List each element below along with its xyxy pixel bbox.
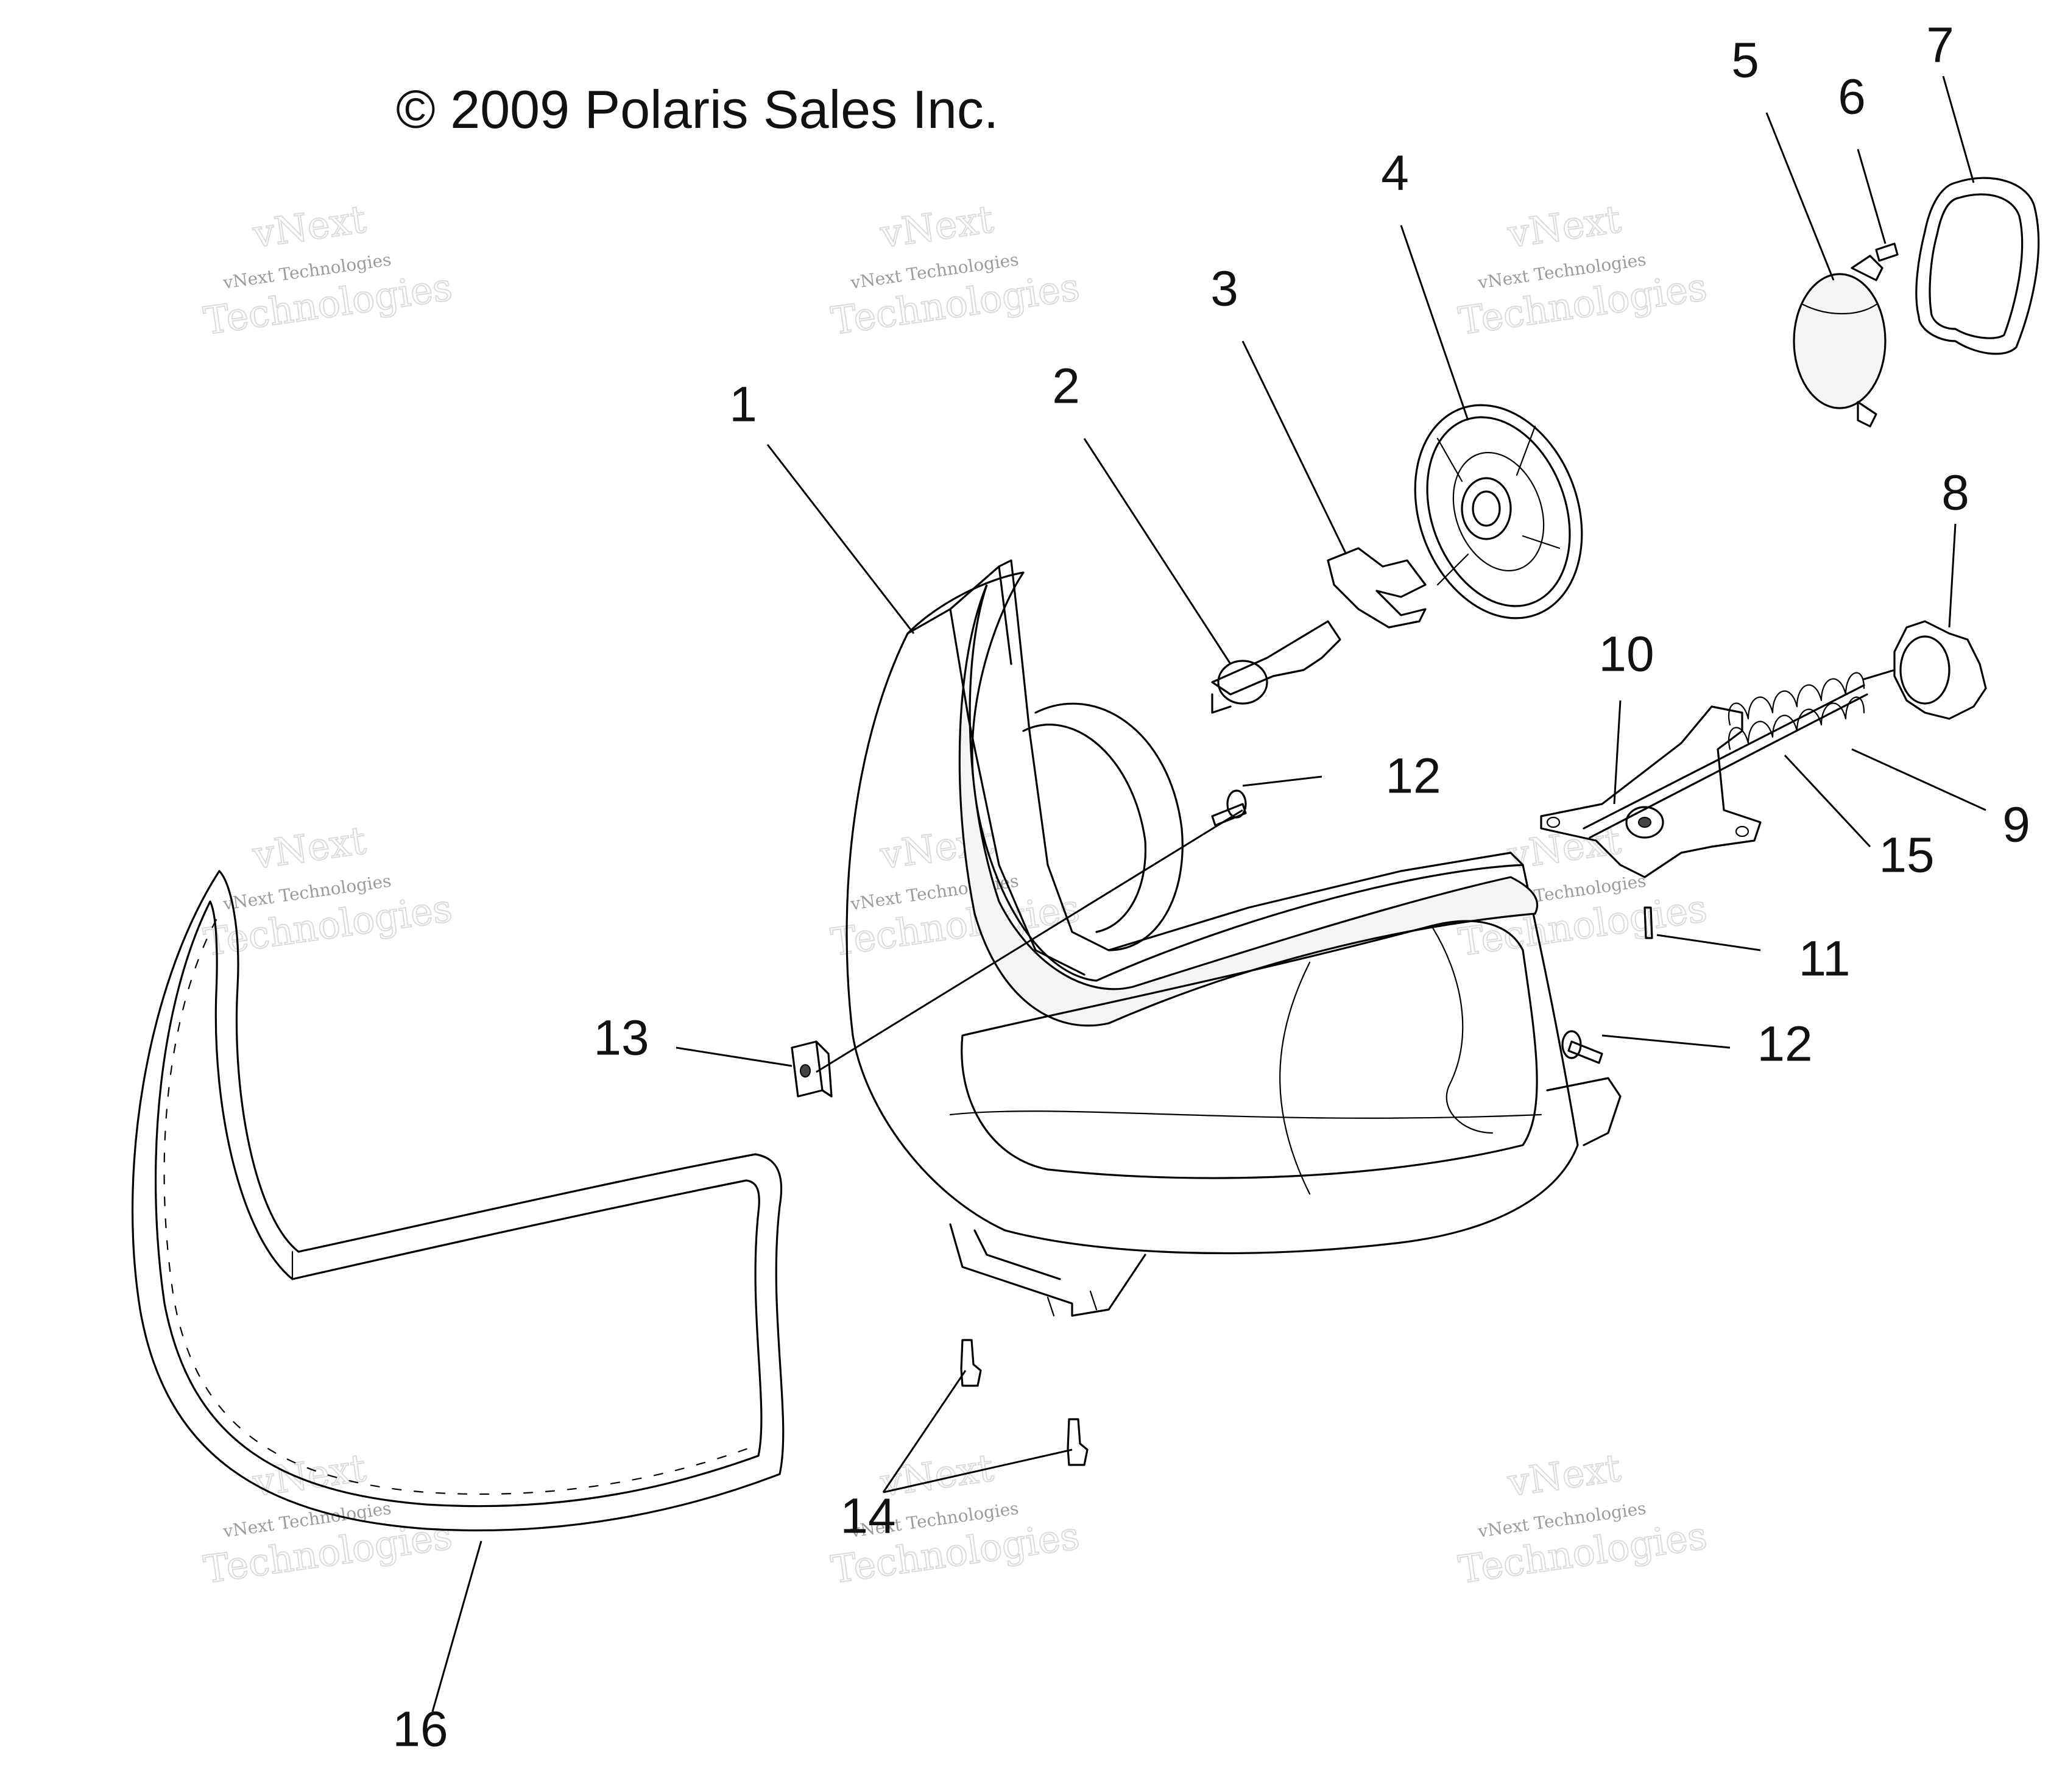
- callout-7: 7: [1926, 18, 1954, 73]
- watermark-top: vNext: [1505, 818, 1623, 878]
- part-12-bolt-lower: [1561, 1030, 1603, 1064]
- part-6-screw: [1875, 242, 1899, 262]
- watermark-tile: vNext vNext Technologies Technologies: [828, 196, 1082, 344]
- part-3-retaining-clip: [1327, 547, 1427, 629]
- part-7-gasket: [1915, 177, 2040, 355]
- part-12-bolt-upper: [1211, 789, 1247, 827]
- watermark-top: vNext: [877, 197, 996, 256]
- callout-5: 5: [1731, 33, 1759, 88]
- callout-15: 15: [1879, 828, 1934, 883]
- callout-9: 9: [2002, 797, 2030, 853]
- callout-12-upper: 12: [1385, 749, 1441, 804]
- part-16-bezel-seal: [131, 870, 785, 1532]
- callout-11: 11: [1798, 931, 1850, 987]
- part-2-bulb: [1211, 620, 1341, 714]
- callout-1: 1: [729, 377, 757, 432]
- part-15-adjuster-rod: [1583, 684, 1868, 839]
- callout-6: 6: [1838, 69, 1866, 125]
- watermark-top: vNext: [250, 197, 369, 256]
- part-8-adjuster-knob: [1863, 620, 1987, 720]
- watermark-tile: vNext vNext Technologies Technologies: [1455, 1445, 1710, 1593]
- callout-8: 8: [1941, 465, 1969, 521]
- callout-10: 10: [1598, 627, 1654, 682]
- callout-16: 16: [392, 1702, 448, 1757]
- watermark-tile: vNext vNext Technologies Technologies: [1455, 196, 1710, 344]
- part-10-bracket: [1540, 705, 1762, 878]
- callout-3: 3: [1210, 261, 1238, 317]
- watermark-top: vNext: [1505, 197, 1623, 256]
- part-11-screw: [1643, 906, 1653, 939]
- callout-4: 4: [1381, 146, 1409, 201]
- watermark-top: vNext: [250, 1445, 369, 1505]
- part-9-spring: [1728, 672, 1865, 750]
- callout-2: 2: [1052, 359, 1080, 414]
- watermark-tile: vNext vNext Technologies Technologies: [200, 196, 455, 344]
- watermark-tile: vNext vNext Technologies Technologies: [200, 1445, 455, 1593]
- watermark-top: vNext: [1505, 1445, 1623, 1505]
- watermark-top: vNext: [250, 818, 369, 878]
- watermark-tile: vNext vNext Technologies Technologies: [200, 817, 455, 965]
- callout-13: 13: [593, 1011, 649, 1066]
- part-4-reflector-cap: [1414, 404, 1583, 619]
- copyright-text: © 2009 Polaris Sales Inc.: [396, 79, 998, 139]
- part-5-parking-lamp: [1793, 255, 1887, 428]
- callout-labels: 1 2 3 4 5 6 7 8 9 10 11 12 12 13 14 15 1…: [392, 18, 2030, 1757]
- leader-lines: [431, 76, 1986, 1712]
- callout-14: 14: [840, 1489, 895, 1544]
- part-1-headlight-housing: [845, 559, 1622, 1317]
- callout-12-lower: 12: [1757, 1017, 1812, 1072]
- part-13-clip-nut: [791, 1040, 833, 1098]
